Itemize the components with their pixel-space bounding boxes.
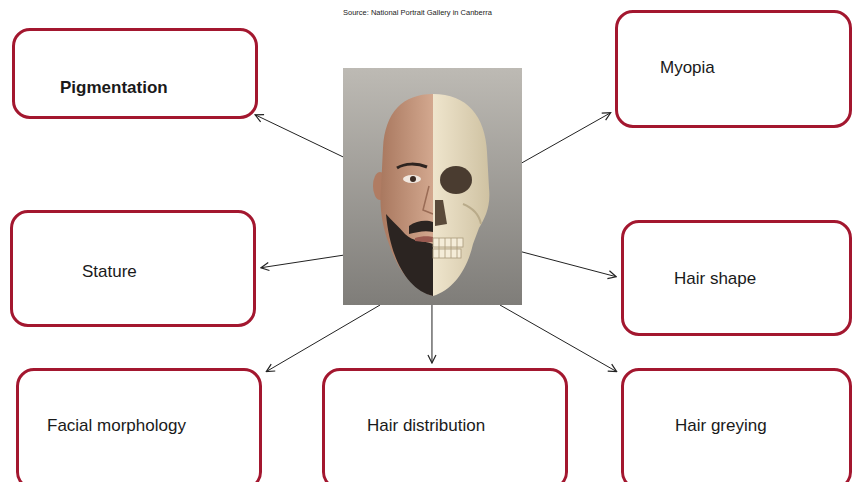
source-credit: Source: National Portrait Gallery in Can… <box>343 8 493 17</box>
photo-ground <box>343 68 522 305</box>
arrow-connector <box>522 252 616 277</box>
teeth-lines <box>439 238 457 258</box>
lip <box>415 236 433 242</box>
arrow-connector <box>500 305 617 372</box>
trait-box: Hair shape <box>621 220 852 336</box>
trait-box: Hair distribution <box>322 368 568 482</box>
nose <box>423 186 433 214</box>
trait-label: Facial morphology <box>47 416 186 436</box>
face-half <box>380 94 433 296</box>
trait-label: Hair shape <box>674 269 756 289</box>
illustration-node: Source: National Portrait Gallery in Can… <box>343 5 523 305</box>
arrow-connector <box>431 305 432 363</box>
trait-label: Myopia <box>660 58 715 78</box>
nasal-cavity <box>435 200 447 226</box>
trait-box: Hair greying <box>621 368 852 482</box>
face-skull-photo <box>343 68 522 305</box>
brow <box>397 164 427 168</box>
eye <box>403 175 421 183</box>
trait-label: Hair greying <box>675 416 767 436</box>
trait-box: Pigmentation <box>12 28 258 119</box>
moustache <box>409 221 433 234</box>
arrow-connector <box>255 115 343 157</box>
arrow-connector <box>266 305 380 372</box>
iris <box>410 176 416 182</box>
trait-box: Myopia <box>615 10 852 128</box>
skull-half <box>433 94 489 296</box>
trait-box: Stature <box>10 210 256 327</box>
trait-box: Facial morphology <box>16 368 262 482</box>
beard <box>386 214 433 296</box>
arrow-connector <box>261 255 343 268</box>
trait-label: Hair distribution <box>367 416 485 436</box>
trait-label: Pigmentation <box>60 78 168 98</box>
eye-socket <box>440 166 472 194</box>
upper-teeth <box>433 238 463 247</box>
trait-label: Stature <box>82 262 137 282</box>
arrow-connector <box>522 113 611 163</box>
cheekbone <box>463 204 481 224</box>
